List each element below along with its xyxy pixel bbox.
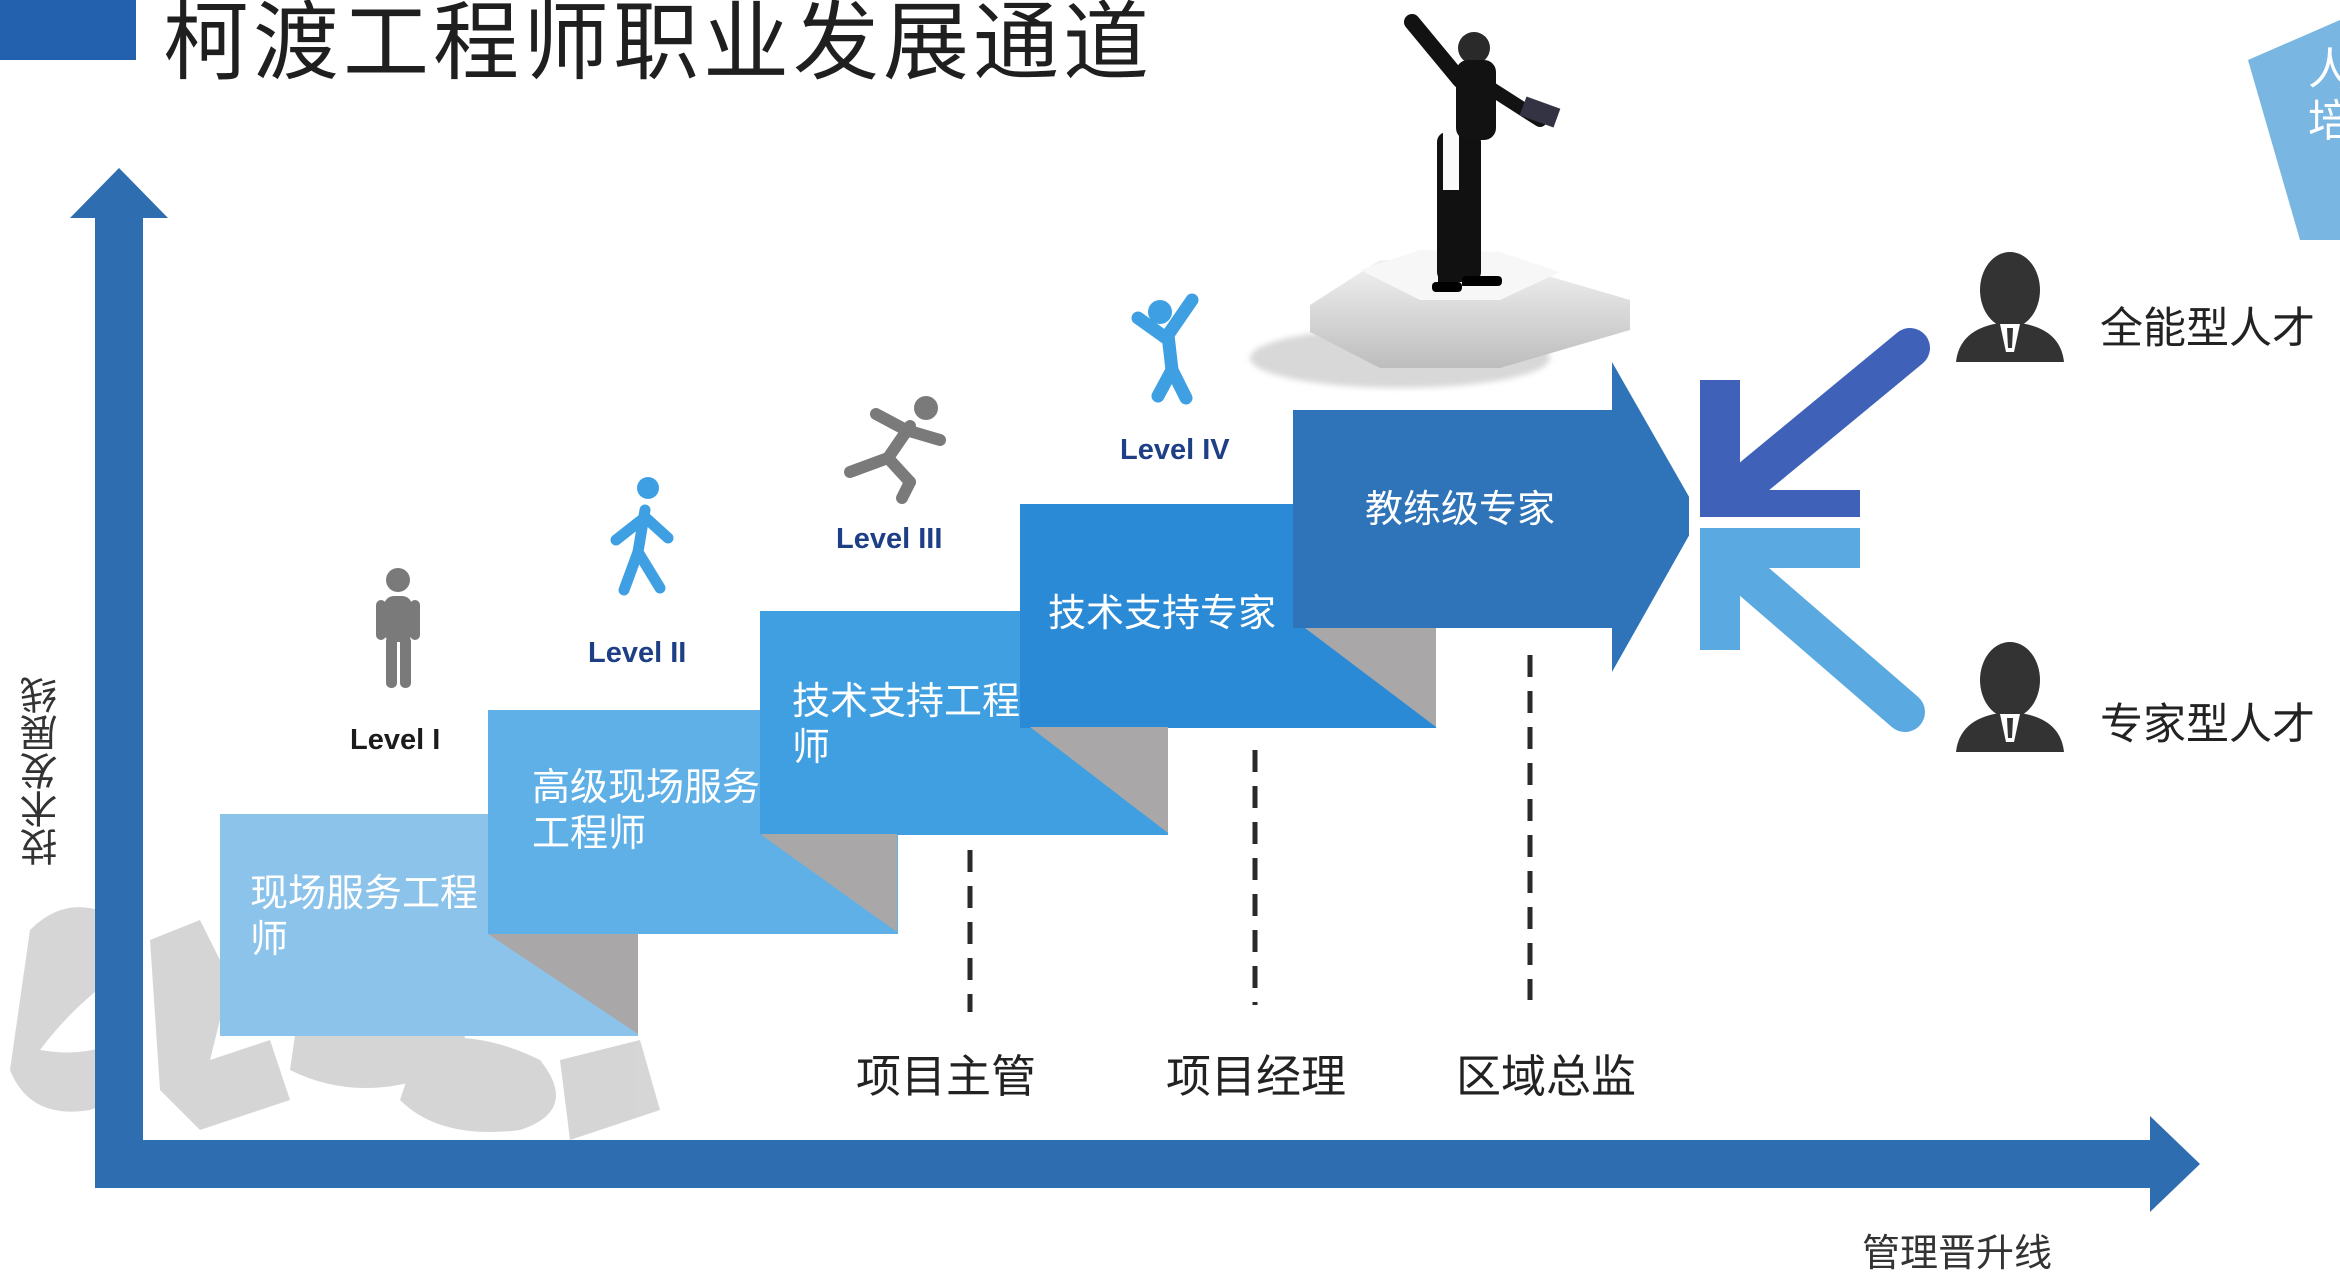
page-title: 柯渡工程师职业发展通道 xyxy=(163,0,1153,93)
expert-talent-avatar-icon xyxy=(1956,642,2064,752)
level-1-label: Level I xyxy=(350,724,441,756)
expert-talent-label: 专家型人才 xyxy=(2100,700,2315,750)
step-2-label: 高级现场服务工程师 xyxy=(532,765,761,855)
level-4-label: Level IV xyxy=(1120,434,1230,466)
management-dashed-lines xyxy=(967,655,1533,1012)
vertical-axis xyxy=(70,168,168,1140)
step-5-label: 教练级专家 xyxy=(1365,487,1556,531)
step-5-arrow xyxy=(1293,362,1700,672)
step-4-label: 技术支持专家 xyxy=(1048,591,1277,635)
corner-badge xyxy=(2248,20,2340,240)
role-project-supervisor: 项目主管 xyxy=(856,1050,1037,1103)
jumping-person-icon xyxy=(1131,293,1199,405)
running-person-icon xyxy=(844,396,946,504)
level-3-label: Level III xyxy=(836,523,943,555)
watermark-logo xyxy=(10,907,660,1140)
vertical-axis-label: 技术发展线 xyxy=(20,676,64,866)
all-round-talent-avatar-icon xyxy=(1956,252,2064,362)
businessman-on-podium-image xyxy=(1250,14,1630,388)
walking-person-icon xyxy=(610,477,674,596)
role-project-manager: 项目经理 xyxy=(1166,1050,1347,1103)
corner-badge-text: 人培 xyxy=(2308,44,2340,147)
standing-person-icon xyxy=(376,568,420,688)
role-regional-director: 区域总监 xyxy=(1456,1050,1637,1103)
step-1-label: 现场服务工程师 xyxy=(250,871,479,961)
all-round-talent-label: 全能型人才 xyxy=(2100,304,2315,354)
converging-arrows-icon xyxy=(1689,309,1951,749)
horizontal-axis-label: 管理晋升线 xyxy=(1862,1231,2053,1275)
title-accent-bar xyxy=(0,0,136,60)
horizontal-axis xyxy=(95,1116,2200,1212)
step-3-label: 技术支持工程师 xyxy=(792,679,1021,769)
level-2-label: Level II xyxy=(588,637,687,669)
